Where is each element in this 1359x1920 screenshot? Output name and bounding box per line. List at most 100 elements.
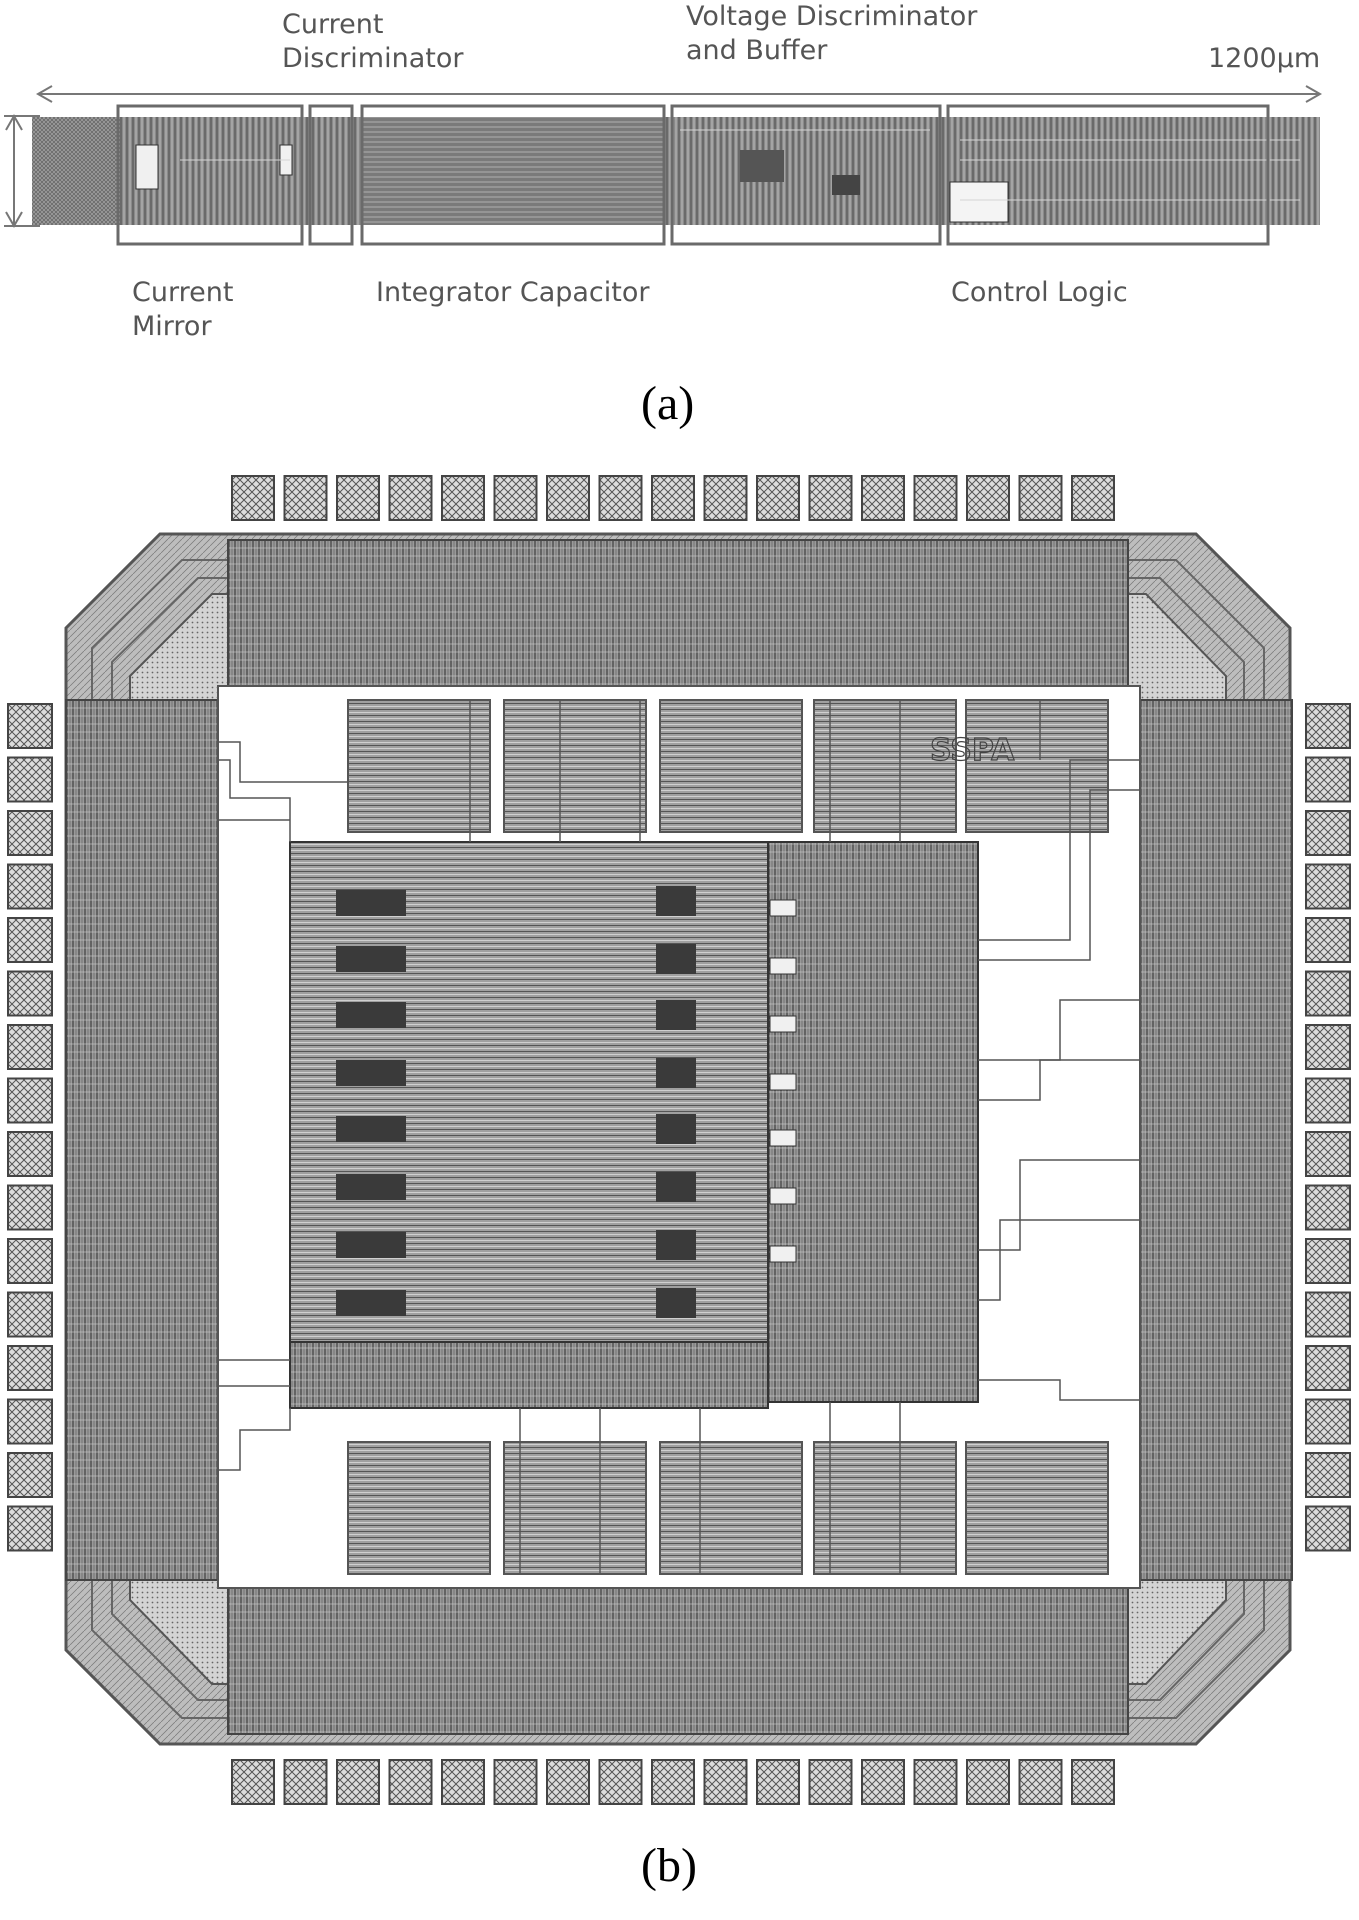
bond-pad xyxy=(7,1505,53,1552)
bond-pad xyxy=(756,475,800,521)
bond-pad xyxy=(493,1759,538,1805)
label-current-discriminator: Current Discriminator xyxy=(282,9,464,74)
bond-pad xyxy=(808,475,853,521)
bond-pad xyxy=(336,475,380,521)
layout-strip-a xyxy=(4,85,1323,246)
label-current-mirror: Current Mirror xyxy=(132,277,234,342)
bond-pad xyxy=(7,1077,53,1124)
bond-pad xyxy=(283,1759,328,1805)
bond-pad xyxy=(1305,703,1351,749)
routing-wires xyxy=(218,700,1140,1574)
bond-pad xyxy=(441,1759,485,1805)
bond-pad xyxy=(7,756,53,803)
logo-sspa: SSPA xyxy=(930,733,1015,768)
bond-pad xyxy=(7,1398,53,1445)
bond-pad xyxy=(598,1759,643,1805)
bond-pad xyxy=(651,475,695,521)
capacitor-banks-top xyxy=(347,699,1109,833)
bond-pad xyxy=(861,1759,905,1805)
bond-pad xyxy=(1305,810,1351,856)
bond-pad xyxy=(1305,756,1351,803)
bond-pad xyxy=(1305,1345,1351,1391)
bond-pad xyxy=(7,970,53,1017)
chip-layout-b: SSPA xyxy=(7,475,1351,1805)
label-dimension: 1200μm xyxy=(1208,43,1321,74)
bond-pad xyxy=(1018,475,1063,521)
bond-pad xyxy=(283,475,328,521)
bond-pad xyxy=(1305,1024,1351,1070)
bond-pad xyxy=(703,475,748,521)
block-voltage-discriminator xyxy=(670,104,942,246)
caption-b: (b) xyxy=(641,1839,697,1892)
bond-pad xyxy=(7,863,53,910)
block-current-discriminator xyxy=(308,104,354,246)
bond-pad xyxy=(1018,1759,1063,1805)
bond-pad xyxy=(1305,1184,1351,1231)
block-control-logic xyxy=(946,104,1270,246)
bond-pad xyxy=(7,1184,53,1231)
bond-pad xyxy=(913,475,958,521)
bond-pad xyxy=(1305,1291,1351,1338)
bond-pad xyxy=(1305,917,1351,963)
pixel-array-left xyxy=(289,841,769,1343)
bond-pad xyxy=(546,1759,590,1805)
pixel-array-logic xyxy=(767,841,979,1403)
bond-pad xyxy=(756,1759,800,1805)
bond-pad xyxy=(1305,1505,1351,1552)
bond-pad xyxy=(598,475,643,521)
block-current-mirror xyxy=(116,104,304,246)
bond-pad xyxy=(7,1131,53,1177)
bond-pad xyxy=(1305,970,1351,1017)
bond-pad xyxy=(7,810,53,856)
bond-pad xyxy=(493,475,538,521)
bond-pad xyxy=(966,475,1010,521)
dimension-arrow-horizontal xyxy=(35,85,1323,103)
switch-cells xyxy=(769,899,797,1263)
bond-pad xyxy=(966,1759,1010,1805)
bond-pad xyxy=(651,1759,695,1805)
bond-pad xyxy=(703,1759,748,1805)
bond-pad xyxy=(7,1345,53,1391)
bond-pad xyxy=(336,1759,380,1805)
bond-pad xyxy=(1305,1398,1351,1445)
bond-pad xyxy=(861,475,905,521)
label-control-logic: Control Logic xyxy=(951,277,1128,308)
dimension-arrow-vertical xyxy=(4,113,40,229)
caption-a: (a) xyxy=(641,377,695,430)
bond-pad xyxy=(388,475,433,521)
io-band-left xyxy=(65,699,219,1581)
bond-pad xyxy=(7,1291,53,1338)
bond-pad xyxy=(231,475,275,521)
bond-pad xyxy=(7,1024,53,1070)
io-band-top xyxy=(227,539,1129,687)
bond-pad xyxy=(1305,1131,1351,1177)
block-outlines xyxy=(116,104,1270,246)
bond-pad xyxy=(441,475,485,521)
mirror-cells xyxy=(336,886,696,1318)
bond-pad xyxy=(1305,1452,1351,1498)
bond-pad xyxy=(388,1759,433,1805)
bond-pads-right xyxy=(1305,703,1351,1552)
layout-strip xyxy=(32,117,1320,225)
io-band-right xyxy=(1139,699,1293,1581)
bond-pad xyxy=(1305,1077,1351,1124)
bond-pad xyxy=(1305,1238,1351,1284)
bond-pads-top xyxy=(231,475,1115,521)
bond-pad xyxy=(1071,1759,1115,1805)
bond-pad xyxy=(808,1759,853,1805)
bond-pad xyxy=(7,1452,53,1498)
label-voltage-discriminator: Voltage Discriminator and Buffer xyxy=(686,1,978,66)
bond-pad xyxy=(7,703,53,749)
bond-pad xyxy=(7,1238,53,1284)
bond-pad xyxy=(7,917,53,963)
bond-pads-bottom xyxy=(231,1759,1115,1805)
label-integrator-capacitor: Integrator Capacitor xyxy=(376,277,650,308)
bond-pad xyxy=(1305,863,1351,910)
bond-pad xyxy=(1071,475,1115,521)
io-band-bottom xyxy=(227,1587,1129,1735)
block-integrator-capacitor xyxy=(360,104,666,246)
bond-pad xyxy=(546,475,590,521)
bond-pad xyxy=(913,1759,958,1805)
bond-pads-left xyxy=(7,703,53,1552)
capacitor-banks-bottom xyxy=(347,1441,1109,1575)
